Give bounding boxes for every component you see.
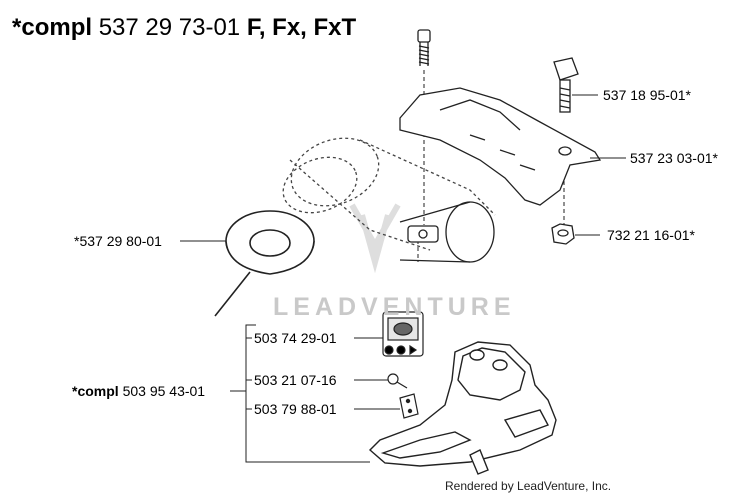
housing-ghost [282,137,496,251]
assembly-label: *compl 503 95 43-01 [72,383,206,399]
part-label-washer: *537 29 80-01 [74,233,162,249]
page-title: *compl 537 29 73-01 F, Fx, FxT [12,14,357,41]
part-label-sticker: 503 74 29-01 [254,330,337,346]
footer-credit: Rendered by LeadVenture, Inc. [445,479,612,493]
small-screw [387,373,408,389]
bolt-part [553,57,579,113]
clip-part [399,393,419,419]
tube-clamp [399,201,495,263]
washer-part [214,210,315,317]
screw-top [417,29,431,66]
part-label-screw: 503 21 07-16 [254,372,337,388]
part-label-bolt: 537 18 95-01* [603,87,691,103]
nut-part [551,223,575,245]
watermark-emblem [349,203,401,274]
label-sticker [382,311,424,357]
leader-lines [180,94,626,463]
guard-housing [368,341,557,475]
part-label-nut: 732 21 16-01* [607,227,695,243]
guard-plate [399,87,602,206]
watermark-text: LEADVENTURE [273,293,516,321]
part-label-clip: 503 79 88-01 [254,401,337,417]
part-label-guard-plate: 537 23 03-01* [630,150,718,166]
